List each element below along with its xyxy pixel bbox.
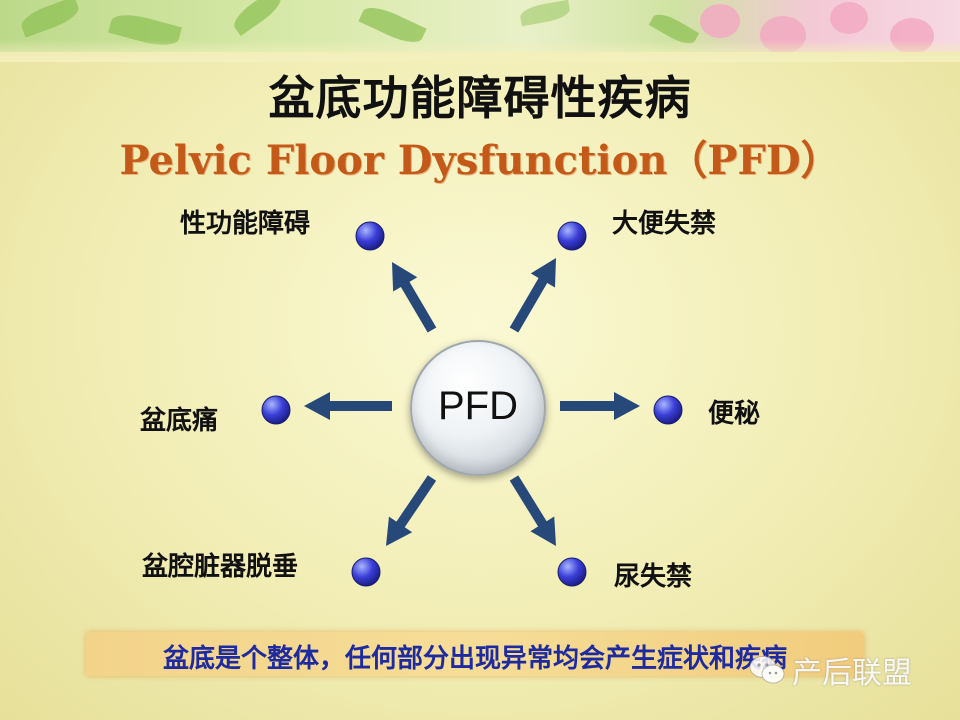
watermark-text: 产后联盟 — [792, 656, 912, 691]
node-label-urinary: 尿失禁 — [614, 562, 693, 592]
arrow-urinary — [509, 475, 556, 546]
page-subtitle: Pelvic Floor Dysfunction（PFD） — [119, 137, 841, 184]
arrow-constipation — [560, 392, 640, 420]
watermark: 产后联盟 — [748, 648, 912, 692]
arrow-sexual — [392, 262, 437, 333]
pfd-hub: PFD — [410, 340, 546, 476]
arrow-prolapse — [386, 475, 437, 546]
hub-label: PFD — [438, 384, 518, 428]
banner-fade — [0, 40, 960, 62]
arrow-pain — [304, 392, 392, 420]
node-label-prolapse: 盆腔脏器脱垂 — [142, 552, 299, 582]
node-dot-prolapse — [351, 557, 381, 587]
node-dot-group — [261, 221, 683, 587]
footer-text: 盆底是个整体，任何部分出现异常均会产生症状和疾病 — [162, 644, 787, 674]
node-dot-sexual — [355, 221, 385, 251]
arrow-group — [304, 258, 640, 546]
node-label-constipation: 便秘 — [708, 399, 761, 429]
node-dot-fecal — [557, 221, 587, 251]
node-label-sexual: 性功能障碍 — [180, 209, 311, 239]
footer-banner: 盆底是个整体，任何部分出现异常均会产生症状和疾病 — [86, 632, 864, 676]
page-title: 盆底功能障碍性疾病 — [268, 71, 692, 125]
node-label-pain: 盆底痛 — [140, 406, 219, 436]
node-dot-urinary — [557, 557, 587, 587]
node-label-fecal: 大便失禁 — [612, 209, 717, 239]
wechat-icon — [748, 654, 786, 686]
node-dot-pain — [261, 395, 291, 425]
arrow-fecal — [509, 258, 556, 333]
node-dot-constipation — [653, 395, 683, 425]
